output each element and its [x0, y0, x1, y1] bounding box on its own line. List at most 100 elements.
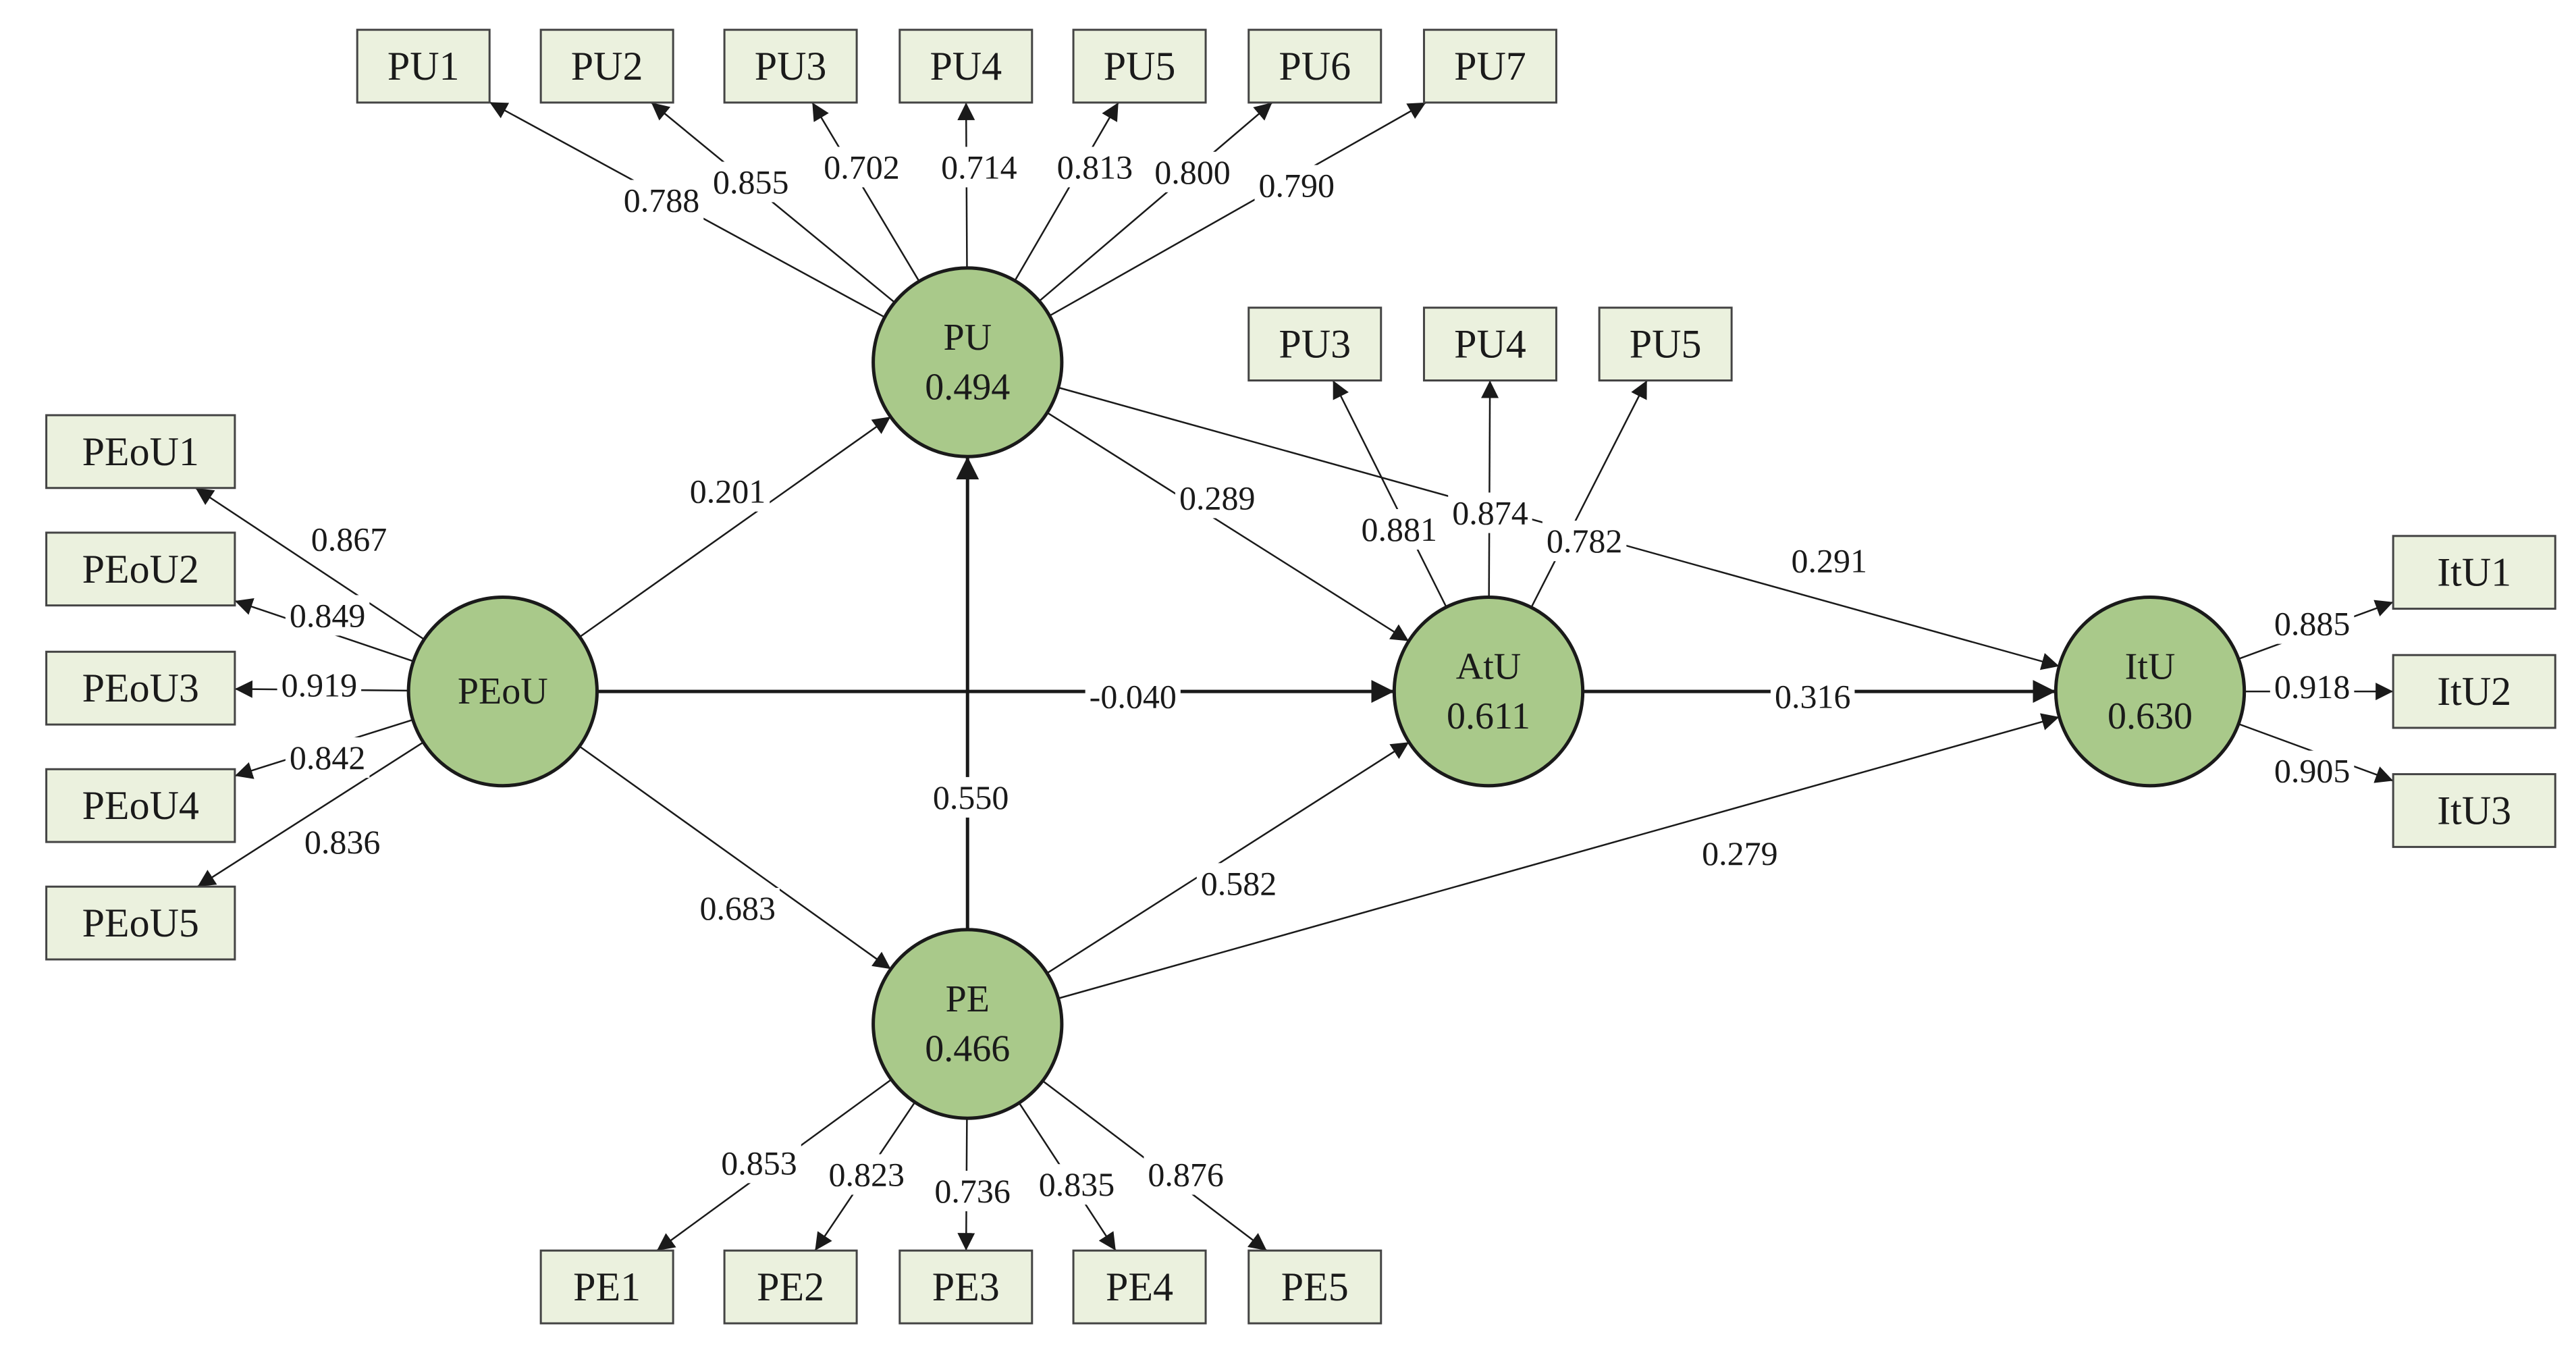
loading-label-peou3: 0.919 — [277, 664, 362, 706]
loading-label-peou5-background — [300, 822, 385, 863]
connector-lines-layer — [194, 101, 2394, 1252]
indicator-label: ItU1 — [2437, 550, 2511, 595]
loading-arrow-peou-peou5 — [196, 741, 424, 888]
indicator-label: PU7 — [1454, 44, 1526, 88]
indicator-box — [45, 768, 236, 843]
indicator-box — [539, 28, 674, 104]
path-coef-pe-to-itu: 0.279 — [1698, 833, 1782, 874]
indicator-label: PEoU2 — [82, 547, 199, 591]
indicator-box — [45, 414, 236, 490]
loading-label-pu3-background — [1357, 509, 1441, 550]
indicator-label: ItU2 — [2437, 669, 2511, 714]
path-coef-peou-to-atu-background — [1085, 676, 1181, 717]
indicator-label: PEoU5 — [82, 901, 199, 945]
indicator-label: PEoU4 — [82, 783, 199, 828]
loading-label-pu7-text: 0.790 — [1259, 166, 1335, 204]
loading-label-pu5-text: 0.782 — [1547, 522, 1623, 560]
latent-name: PE — [946, 978, 990, 1020]
loading-label-pu6-background — [1150, 151, 1235, 192]
path-coef-peou-to-pu-text: 0.201 — [690, 473, 766, 510]
loading-label-pe3: 0.736 — [930, 1171, 1015, 1211]
path-arrow-pu-to-atu — [1046, 412, 1410, 642]
latent-r2: 0.611 — [1447, 695, 1530, 737]
loading-label-pu3: 0.881 — [1357, 509, 1441, 550]
indicator-box — [723, 28, 858, 104]
loading-arrow-pu-pu3 — [811, 102, 920, 282]
indicator-box — [898, 28, 1034, 104]
loading-arrow-pu-pu2 — [651, 101, 896, 303]
loading-label-peou3-background — [277, 664, 362, 706]
indicator-pu4: PU4 — [898, 28, 1034, 104]
loading-label-pu5: 0.813 — [1052, 147, 1137, 188]
path-coef-peou-to-pe: 0.683 — [695, 888, 780, 929]
loading-label-peou3-text: 0.919 — [281, 666, 358, 704]
indicator-pu1: PU1 — [356, 28, 491, 104]
indicator-pe1: PE1 — [539, 1249, 674, 1325]
loading-label-pu1-text: 0.788 — [624, 181, 700, 219]
indicator-peou1: PEoU1 — [45, 414, 236, 490]
loading-label-pu2-background — [709, 161, 793, 203]
path-coef-pu-to-itu-text: 0.291 — [1791, 542, 1867, 580]
indicator-peou3: PEoU3 — [45, 650, 236, 726]
latent-name: PU — [943, 317, 992, 359]
indicator-pu6: PU6 — [1247, 28, 1383, 104]
path-coef-pe-to-itu-background — [1698, 833, 1782, 874]
loading-arrow-atu-pu3 — [1332, 379, 1447, 608]
indicator-label: PE1 — [573, 1265, 641, 1309]
loading-label-pe3-text: 0.736 — [934, 1172, 1011, 1210]
path-coef-pe-to-pu-text: 0.550 — [933, 778, 1009, 816]
loading-label-pe5-text: 0.876 — [1148, 1156, 1224, 1194]
indicator-pu5: PU5 — [1072, 28, 1207, 104]
loading-arrow-atu-pu5 — [1530, 379, 1648, 608]
path-coef-peou-to-atu: -0.040 — [1085, 676, 1181, 717]
indicator-box — [539, 1249, 674, 1325]
loading-label-peou1: 0.867 — [306, 519, 392, 560]
indicator-pu7: PU7 — [1422, 28, 1557, 104]
loading-label-pu3-background — [820, 147, 904, 188]
loading-label-pe2: 0.823 — [824, 1154, 909, 1195]
latent-name: ItU — [2125, 645, 2176, 687]
loading-label-itu1-background — [2270, 603, 2355, 644]
latent-circle — [2054, 595, 2247, 788]
loading-label-pu4: 0.714 — [937, 147, 1021, 188]
loading-label-pe2-background — [824, 1154, 909, 1195]
path-arrow-peou-to-pu — [579, 416, 892, 638]
loading-label-itu1: 0.885 — [2270, 603, 2355, 644]
indicator-box — [45, 531, 236, 607]
indicator-peou4: PEoU4 — [45, 768, 236, 843]
indicator-pu5: PU5 — [1598, 307, 1733, 382]
indicator-pu2: PU2 — [539, 28, 674, 104]
indicator-label: PU1 — [387, 44, 460, 88]
path-coef-pe-to-atu-background — [1196, 863, 1281, 904]
loading-label-pu2-text: 0.855 — [713, 163, 789, 201]
loading-label-pu1: 0.788 — [619, 180, 704, 221]
path-arrow-peou-to-pe — [579, 745, 892, 970]
latent-circle — [871, 928, 1064, 1120]
indicator-box — [1072, 28, 1207, 104]
latent-name: PEoU — [458, 670, 548, 712]
indicator-pe4: PE4 — [1072, 1249, 1207, 1325]
indicator-label: PU3 — [755, 44, 827, 88]
latent-r2: 0.466 — [925, 1028, 1010, 1069]
indicator-box — [2392, 773, 2556, 848]
indicator-pu3: PU3 — [723, 28, 858, 104]
loading-label-itu2-background — [2270, 666, 2355, 707]
loading-label-pu5-text: 0.813 — [1057, 148, 1133, 186]
path-coef-pe-to-pu-background — [928, 776, 1013, 818]
path-coef-pe-to-atu-text: 0.582 — [1201, 864, 1277, 902]
loading-label-peou4: 0.842 — [285, 737, 370, 778]
loading-arrow-pu-pu5 — [1014, 102, 1119, 282]
path-coef-peou-to-pu: 0.201 — [685, 471, 770, 512]
path-coef-peou-to-pu-background — [685, 471, 770, 512]
loading-label-pu5-background — [1542, 521, 1627, 562]
path-arrow-pe-to-atu — [1046, 741, 1410, 974]
loading-label-pe5: 0.876 — [1144, 1154, 1228, 1195]
indicator-label: PU5 — [1630, 322, 1702, 367]
loading-label-itu2-text: 0.918 — [2274, 668, 2351, 706]
indicator-box — [1247, 28, 1383, 104]
loading-label-pu3-text: 0.881 — [1361, 510, 1437, 548]
